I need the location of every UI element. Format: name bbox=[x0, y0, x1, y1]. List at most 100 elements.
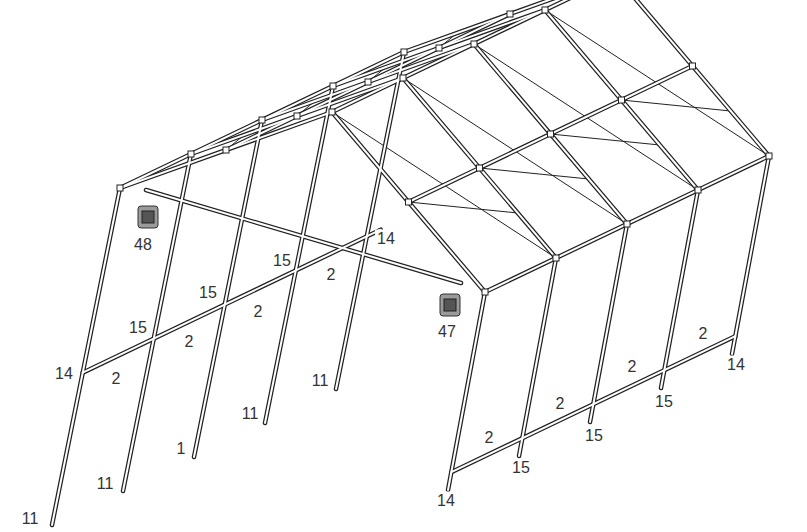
callout-number: 11 bbox=[310, 372, 331, 389]
tube-outline bbox=[191, 78, 403, 154]
tube-outline bbox=[120, 52, 404, 188]
tube-fill bbox=[146, 190, 461, 283]
tube-fill bbox=[194, 120, 262, 457]
joint-fitting bbox=[330, 83, 336, 89]
tube-fill bbox=[451, 336, 735, 472]
anchor-core bbox=[142, 211, 154, 223]
callout-number: 15 bbox=[653, 393, 675, 410]
joint-fitting bbox=[365, 79, 371, 85]
brace-line bbox=[622, 100, 731, 111]
tube-fill bbox=[333, 10, 545, 86]
anchor-body bbox=[440, 294, 460, 316]
callout-number: 15 bbox=[127, 319, 149, 336]
tube-fill bbox=[519, 258, 556, 456]
callout-number: 15 bbox=[271, 252, 293, 269]
joint-fitting bbox=[406, 199, 412, 205]
tube-outline bbox=[332, 0, 616, 112]
callout-number: 11 bbox=[95, 475, 116, 492]
joint-fitting bbox=[553, 255, 559, 261]
tube-fill bbox=[120, 112, 332, 188]
tube-outline bbox=[83, 230, 381, 373]
brace-line bbox=[551, 134, 660, 145]
anchor-core bbox=[444, 299, 456, 311]
tube-outline bbox=[120, 112, 332, 188]
joint-fitting bbox=[188, 151, 194, 157]
tube-outline bbox=[123, 154, 191, 491]
tube-outline bbox=[265, 86, 333, 423]
tube-fill bbox=[332, 0, 616, 112]
joint-fitting bbox=[695, 187, 701, 193]
callout-number: 14 bbox=[435, 492, 457, 509]
callout-number: 47 bbox=[436, 323, 458, 340]
anchor-icon bbox=[440, 294, 460, 316]
callout-number: 48 bbox=[132, 236, 154, 253]
tube-outline bbox=[52, 188, 120, 525]
tube-outline bbox=[332, 112, 485, 292]
joint-fitting bbox=[223, 147, 229, 153]
tube-fill bbox=[332, 112, 485, 292]
tube-fill bbox=[545, 10, 698, 190]
callout-number: 2 bbox=[183, 333, 196, 350]
tube-fill bbox=[120, 52, 404, 188]
joint-fitting bbox=[471, 41, 477, 47]
joint-fitting bbox=[401, 49, 407, 55]
tube-outline bbox=[616, 0, 769, 156]
tube-fill bbox=[616, 0, 769, 156]
tube-fill bbox=[661, 190, 698, 388]
tube-outline bbox=[732, 156, 769, 354]
tube-outline bbox=[146, 190, 461, 283]
joint-fitting bbox=[548, 131, 554, 137]
callout-number: 15 bbox=[197, 284, 219, 301]
callout-number: 2 bbox=[325, 266, 338, 283]
tube-fill bbox=[590, 224, 627, 422]
tube-fill bbox=[191, 78, 403, 154]
tube-outline bbox=[333, 10, 545, 86]
callout-number: 2 bbox=[483, 429, 496, 446]
callout-number: 2 bbox=[697, 325, 710, 342]
tube-outline bbox=[474, 44, 627, 224]
tube-outline bbox=[194, 120, 262, 457]
tube-outline bbox=[545, 10, 698, 190]
tube-fill bbox=[226, 14, 510, 150]
tube-outline bbox=[226, 14, 510, 150]
anchor-body bbox=[138, 206, 158, 228]
tube-fill bbox=[83, 230, 381, 373]
joint-fitting bbox=[624, 221, 630, 227]
joint-fitting bbox=[400, 75, 406, 81]
callout-number: 15 bbox=[510, 459, 532, 476]
tube-fill bbox=[52, 188, 120, 525]
tube-outline bbox=[451, 336, 735, 472]
tube-fill bbox=[123, 154, 191, 491]
callout-number: 14 bbox=[725, 356, 747, 373]
joint-fitting bbox=[117, 185, 123, 191]
callout-number: 2 bbox=[554, 395, 567, 412]
joint-fitting bbox=[542, 7, 548, 13]
joint-fitting bbox=[329, 109, 335, 115]
tube-fill bbox=[485, 156, 769, 292]
joint-fitting bbox=[690, 63, 696, 69]
brace-line bbox=[409, 202, 518, 213]
joint-fitting bbox=[766, 153, 772, 159]
joint-fitting bbox=[436, 45, 442, 51]
callout-number: 2 bbox=[252, 303, 265, 320]
callout-number: 11 bbox=[20, 510, 41, 527]
tube-outline bbox=[262, 44, 474, 120]
tube-outline bbox=[403, 78, 556, 258]
joint-fitting bbox=[619, 97, 625, 103]
joint-fitting bbox=[294, 113, 300, 119]
joint-fitting bbox=[259, 117, 265, 123]
tube-fill bbox=[409, 66, 693, 202]
tube-fill bbox=[403, 78, 556, 258]
joint-fitting bbox=[507, 11, 513, 17]
joints bbox=[117, 0, 772, 295]
callout-number: 2 bbox=[110, 370, 123, 387]
tube-fill bbox=[732, 156, 769, 354]
joint-fitting bbox=[477, 165, 483, 171]
callout-number: 14 bbox=[375, 230, 397, 247]
tube-outline bbox=[336, 52, 404, 389]
brace-line bbox=[480, 168, 589, 179]
joint-fitting bbox=[482, 289, 488, 295]
callout-number: 1 bbox=[175, 440, 188, 457]
